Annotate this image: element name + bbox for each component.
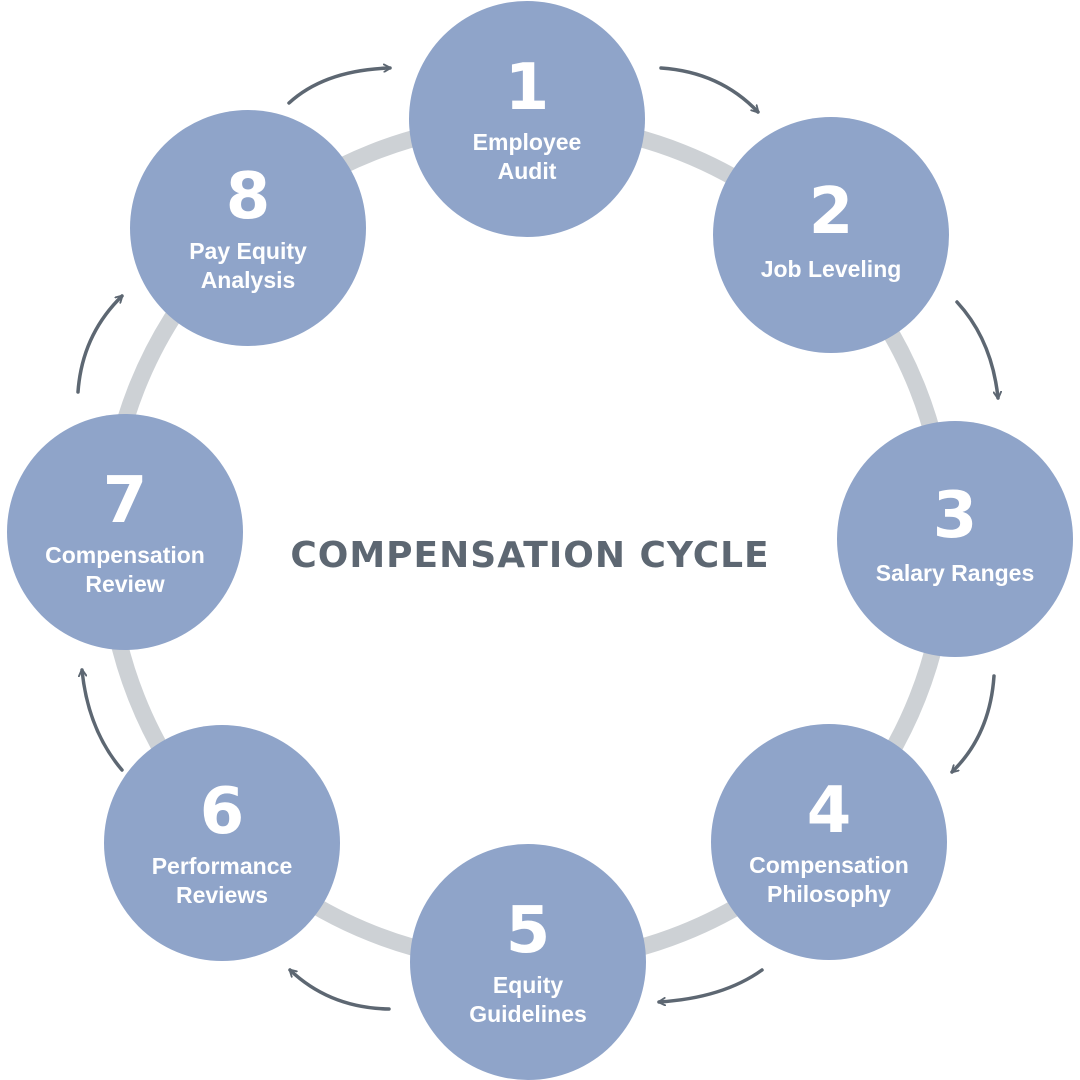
step-circle — [104, 725, 340, 961]
step-label: Reviews — [176, 882, 268, 908]
step-label: Compensation — [45, 542, 205, 568]
step-number: 1 — [505, 51, 550, 125]
step-number: 3 — [933, 479, 978, 553]
step-label: Review — [85, 571, 164, 597]
step-circle — [837, 421, 1073, 657]
step-label: Employee — [473, 129, 582, 155]
step-label: Equity — [493, 972, 563, 998]
step-circle — [7, 414, 243, 650]
step-label: Job Leveling — [761, 256, 902, 282]
step-label: Performance — [152, 853, 293, 879]
step-label: Compensation — [749, 852, 909, 878]
step-circle — [409, 1, 645, 237]
step-circle — [130, 110, 366, 346]
step-label: Guidelines — [469, 1001, 587, 1027]
step-number: 4 — [807, 774, 852, 848]
cycle-arrow-3 — [950, 674, 996, 774]
step-number: 2 — [809, 175, 854, 249]
step-circle — [711, 724, 947, 960]
step-label: Pay Equity — [189, 238, 307, 264]
cycle-arrow-8 — [287, 68, 392, 105]
step-number: 6 — [200, 775, 245, 849]
step-circle — [410, 844, 646, 1080]
step-number: 8 — [226, 160, 271, 234]
step-label: Analysis — [201, 267, 296, 293]
step-label: Audit — [498, 158, 557, 184]
step-label: Philosophy — [767, 881, 891, 907]
step-number: 5 — [506, 894, 551, 968]
diagram-title: COMPENSATION CYCLE — [290, 535, 769, 576]
cycle-arrow-1 — [659, 66, 760, 114]
cycle-arrow-2 — [955, 300, 998, 400]
cycle-arrow-6 — [82, 668, 124, 772]
cycle-arrows — [76, 66, 998, 1011]
step-circle — [713, 117, 949, 353]
step-label: Salary Ranges — [876, 560, 1035, 586]
cycle-arrow-4 — [657, 968, 764, 1002]
step-number: 7 — [103, 464, 148, 538]
cycle-arrow-7 — [76, 294, 124, 394]
cycle-arrow-5 — [288, 968, 391, 1011]
